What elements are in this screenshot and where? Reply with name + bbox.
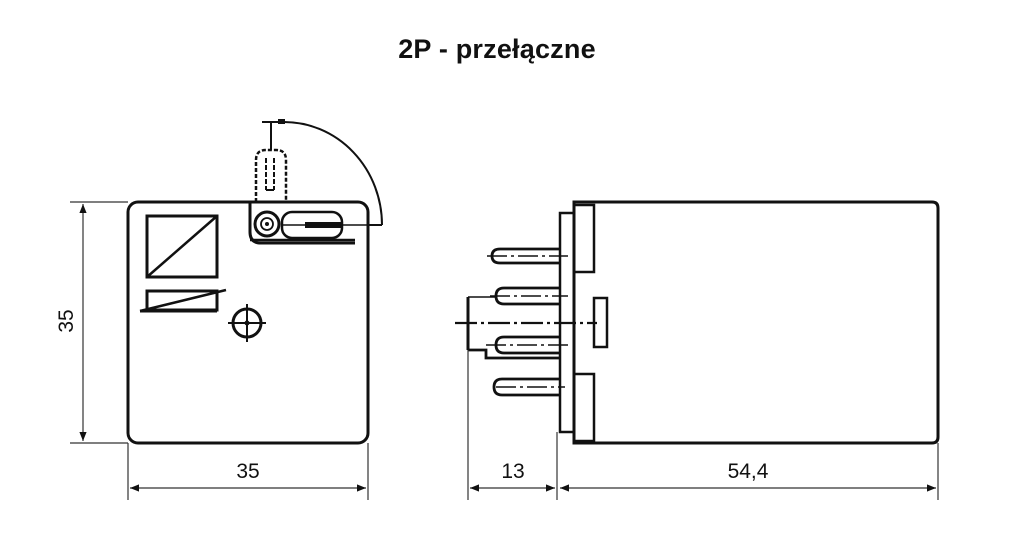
body-length-label: 54,4 (728, 460, 769, 483)
pin-1 (487, 247, 568, 265)
pin-length-dimension: 13 (467, 350, 558, 500)
crosshair-screw-icon (228, 304, 266, 342)
pin-length-label: 13 (501, 460, 524, 483)
side-view: 13 54,4 (455, 200, 940, 500)
width-dimension-label: 35 (236, 460, 259, 483)
pin-4 (492, 377, 565, 397)
pin-center-axis (455, 296, 597, 350)
pin-2 (490, 286, 568, 306)
pin-3 (468, 335, 568, 360)
side-body-outline (572, 200, 940, 445)
height-dimension-label: 35 (55, 309, 78, 332)
width-dimension: 35 (127, 443, 369, 500)
contact-symbol-icon (139, 288, 227, 313)
coil-symbol-icon (145, 214, 219, 279)
height-dimension: 35 (55, 201, 128, 444)
drawing-title: 2P - przełączne (398, 34, 596, 64)
front-body-outline (126, 200, 370, 445)
release-lever-icon (248, 119, 383, 245)
body-length-dimension: 54,4 (560, 443, 939, 500)
front-view: 35 35 (55, 119, 383, 500)
